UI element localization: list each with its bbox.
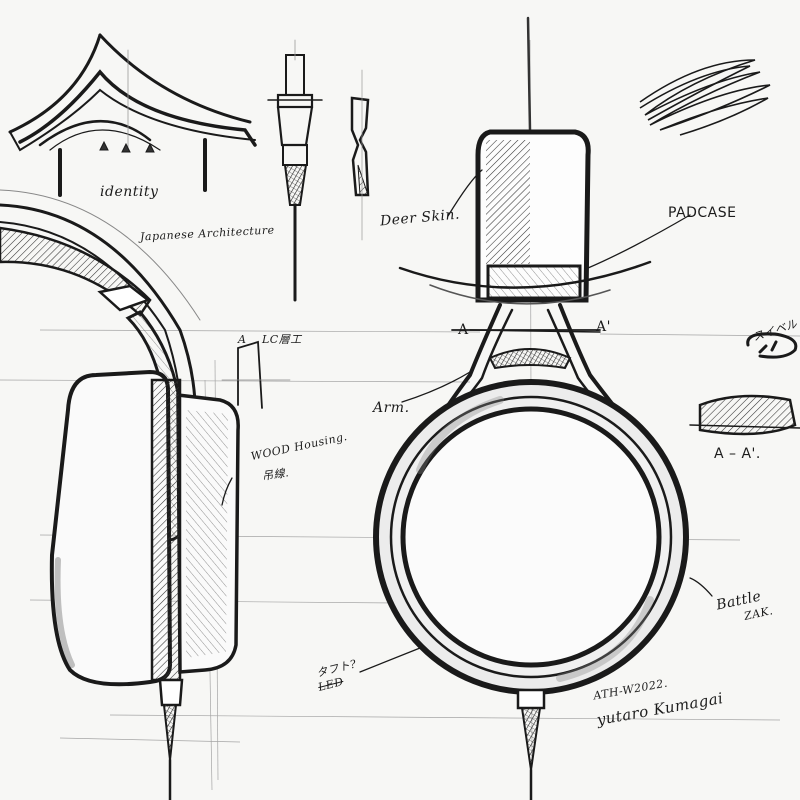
- front-view-ring-housing: [373, 379, 689, 800]
- japanese-roof-sketch: [8, 33, 257, 197]
- section-a-a-sketch: [689, 394, 800, 436]
- lc-note: LC層工: [262, 333, 302, 346]
- side-view-earcup: [49, 369, 240, 800]
- leader-lines: [221, 169, 713, 673]
- padcase-note: PADCASE: [668, 205, 737, 221]
- pin-detail-sketch: [267, 39, 323, 302]
- section-marker-a: A: [458, 322, 469, 338]
- scribble-mark: [639, 59, 771, 136]
- arm-note: Arm.: [373, 400, 410, 416]
- identity-note: identity: [100, 184, 159, 200]
- bracket-a-note: A: [238, 333, 247, 346]
- section-marker-a-prime: A': [596, 319, 611, 335]
- lc-bracket-sketch: [221, 340, 291, 409]
- swivel-detail-sketch: [746, 332, 798, 359]
- front-view-padcase: [398, 16, 652, 305]
- profile-detail-sketch: [350, 69, 370, 241]
- section-label: A – A'.: [714, 446, 761, 462]
